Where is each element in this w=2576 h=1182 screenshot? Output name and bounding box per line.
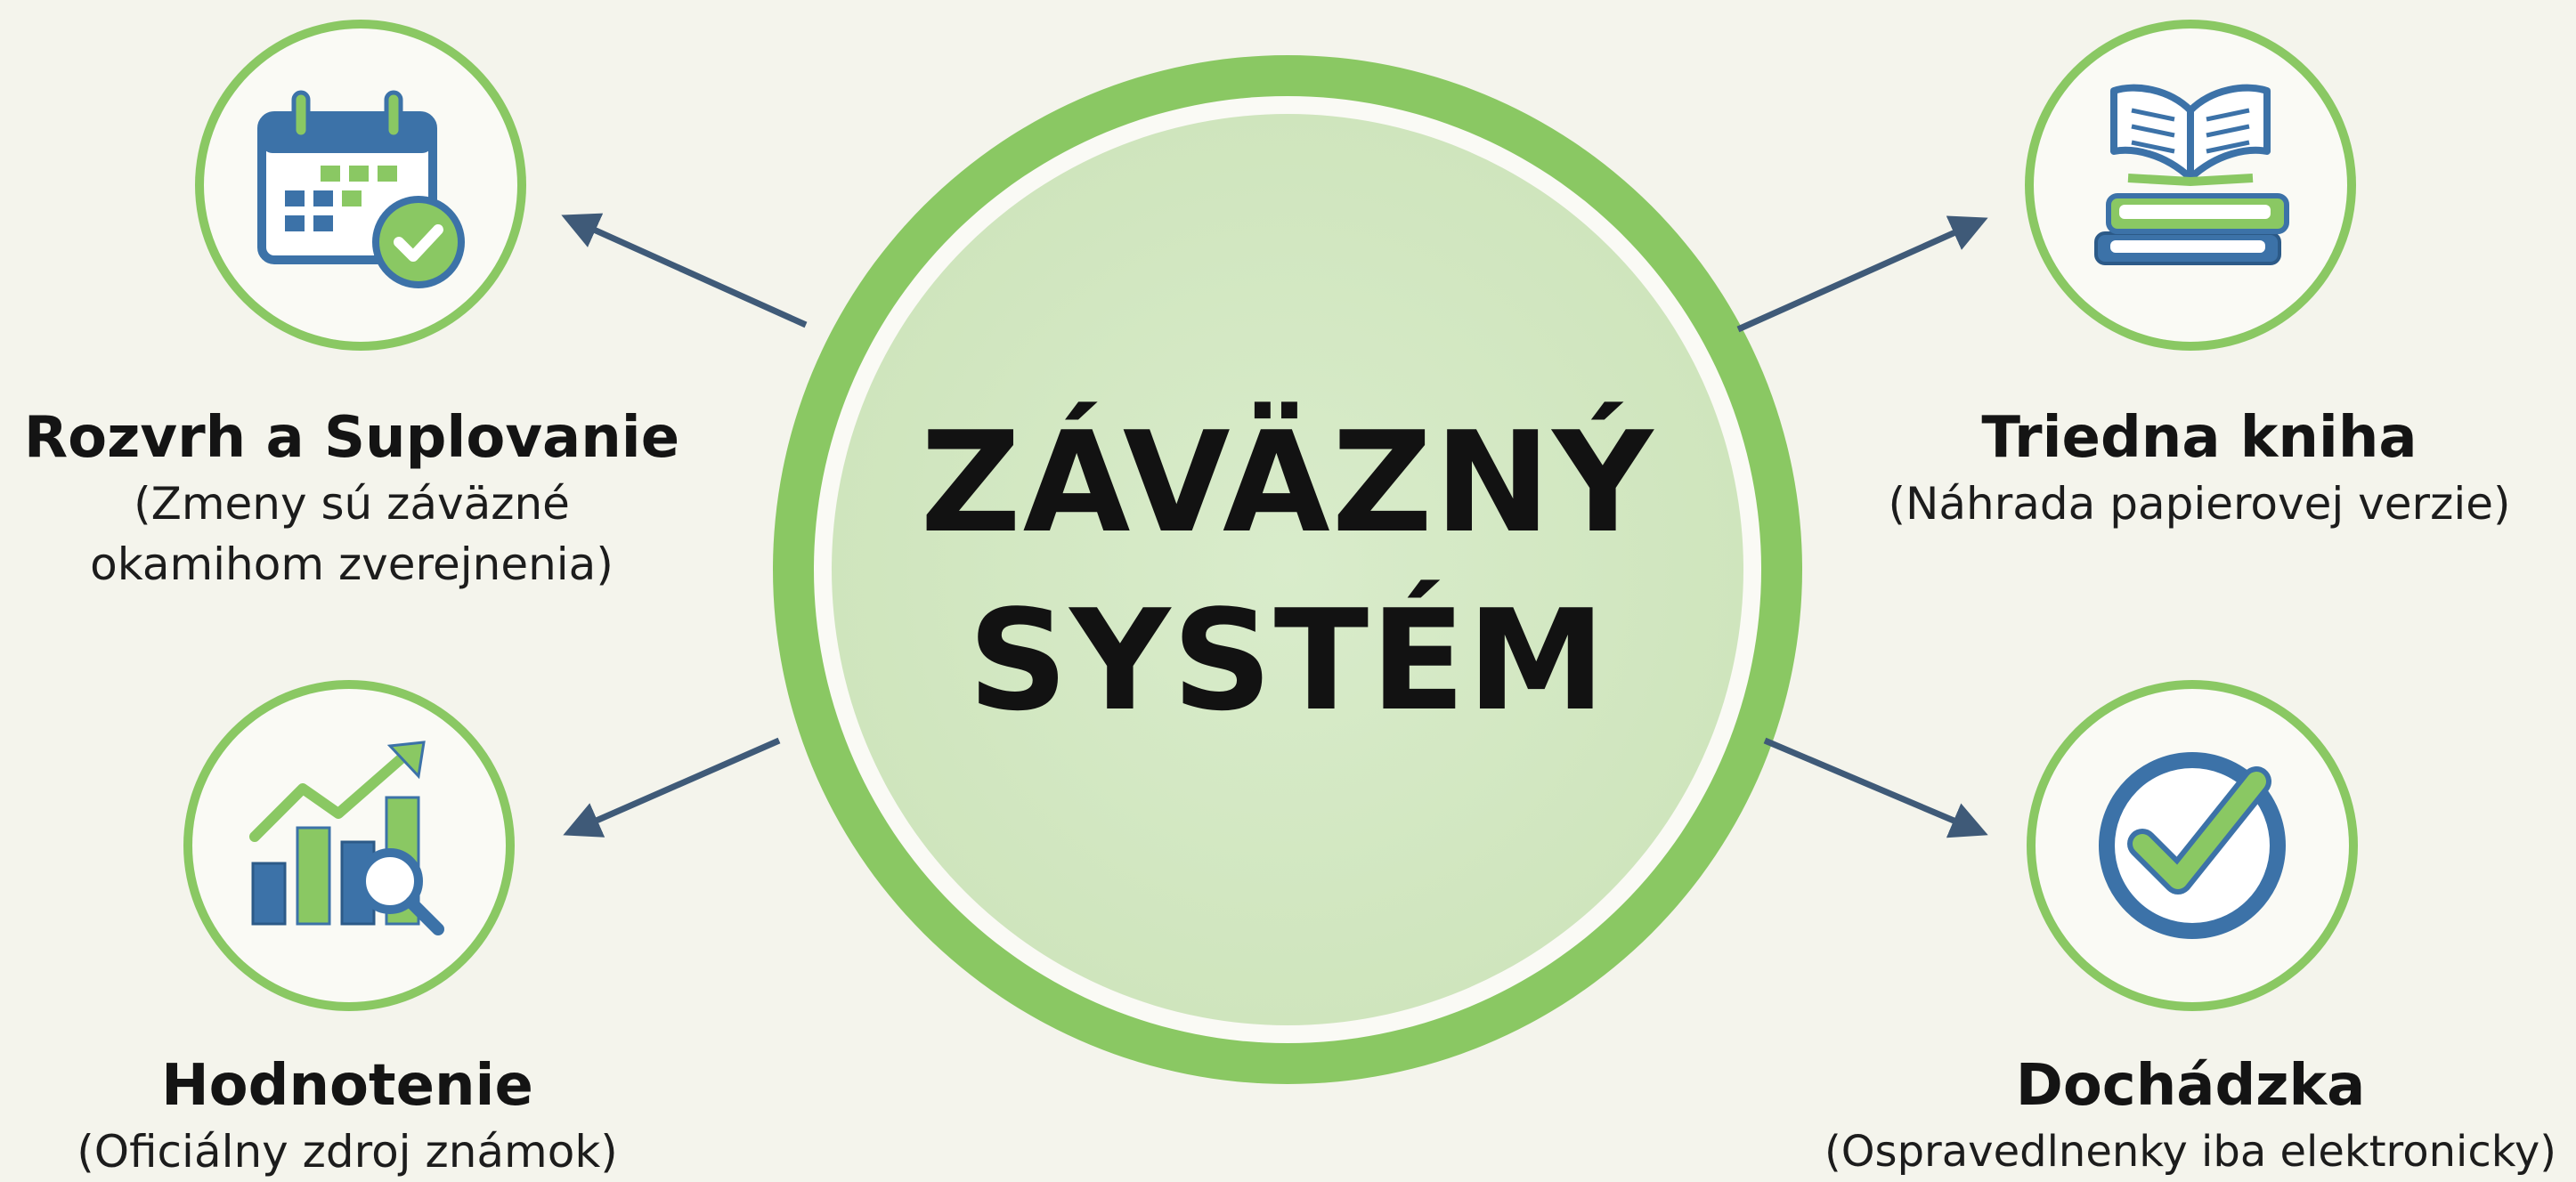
label-hodnotenie-description: (Oficiálny zdroj známok) <box>77 1126 618 1178</box>
chart-magnifier-icon <box>249 741 444 935</box>
center-title-line2: SYSTÉM <box>968 579 1607 741</box>
label-rozvrh-description: (Zmeny sú záväzné okamihom zverejnenia) <box>90 478 614 590</box>
arrow-to-triedna <box>1736 215 1988 333</box>
label-dochadzka-description: (Ospravedlnenky iba elektronicky) <box>1824 1127 2556 1177</box>
arrow-to-hodnotenie <box>563 737 781 838</box>
center-title-line1: ZÁVÄZNÝ <box>920 401 1655 563</box>
label-rozvrh: Rozvrh a Suplovanie (Zmeny sú záväzné ok… <box>13 402 690 595</box>
arrow-to-dochadzka <box>1763 737 1988 838</box>
books-icon <box>2094 84 2289 265</box>
label-rozvrh-title: Rozvrh a Suplovanie <box>23 405 680 471</box>
label-dochadzka: Dochádzka (Ospravedlnenky iba elektronic… <box>1816 1050 2564 1182</box>
label-hodnotenie-title: Hodnotenie <box>161 1053 533 1119</box>
label-triedna: Triedna kniha (Náhrada papierovej verzie… <box>1870 402 2529 534</box>
label-hodnotenie: Hodnotenie (Oficiálny zdroj známok) <box>36 1050 659 1182</box>
center-title: ZÁVÄZNÝ SYSTÉM <box>798 393 1777 749</box>
label-triedna-title: Triedna kniha <box>1981 405 2418 471</box>
central-circle <box>773 55 1802 1084</box>
checkmark-circle-icon <box>2099 752 2286 939</box>
calendar-check-icon <box>257 90 465 288</box>
label-dochadzka-title: Dochádzka <box>2015 1053 2366 1119</box>
label-triedna-description: (Náhrada papierovej verzie) <box>1888 478 2511 530</box>
arrow-to-rozvrh <box>561 213 808 328</box>
